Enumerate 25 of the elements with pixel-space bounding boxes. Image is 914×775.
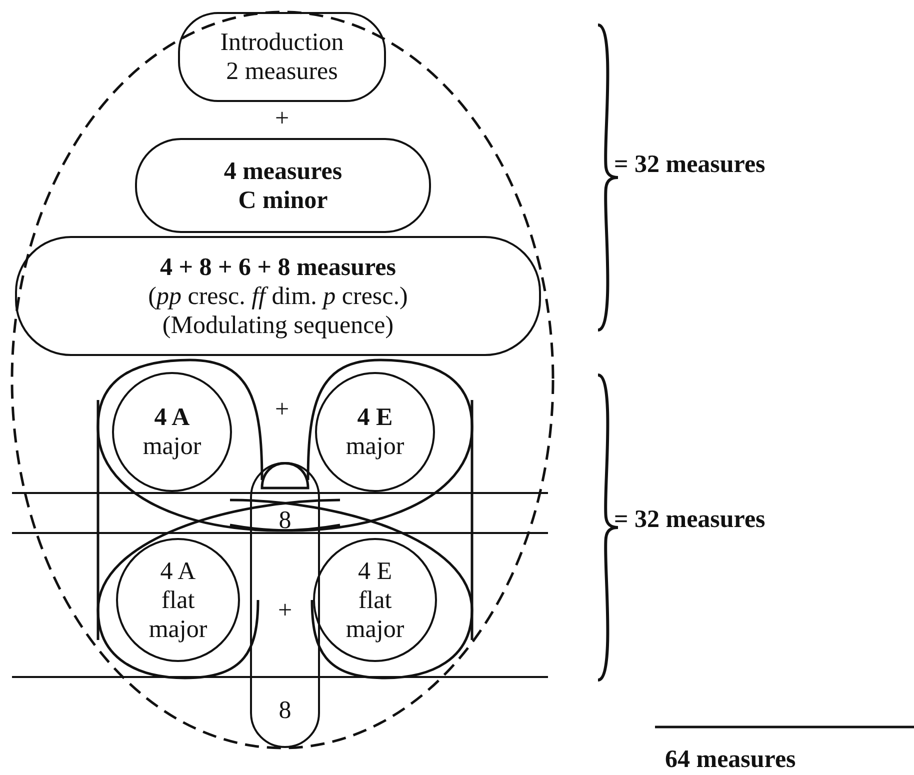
dashed-egg-outline	[10, 10, 555, 750]
circle	[313, 538, 437, 662]
sum-text: = 32 measures	[614, 505, 766, 534]
rounded-box	[15, 236, 541, 356]
node-text: 8	[278, 696, 292, 725]
rounded-box	[135, 138, 431, 233]
node-text: 4 A flat major	[148, 556, 208, 644]
node-text: +	[276, 596, 294, 625]
node-text: 4 A major	[142, 403, 202, 461]
node-text: 4 + 8 + 6 + 8 measures	[160, 252, 396, 282]
node-text: 8	[278, 506, 292, 535]
node-text: 4 measures C minor	[222, 156, 344, 214]
rounded-box	[178, 12, 386, 102]
node-text: (pp cresc. ff dim. p cresc.)	[148, 282, 408, 310]
plus-sign: +	[275, 104, 290, 133]
node-text: Introduction 2 measures	[219, 28, 345, 86]
node-text: 4 E flat major	[344, 556, 406, 644]
circle	[112, 372, 232, 492]
sum-text: = 32 measures	[614, 150, 766, 179]
plus-sign: +	[275, 395, 290, 424]
total-text: 64 measures	[665, 745, 796, 774]
circle	[116, 538, 240, 662]
node-text: (Modulating sequence)	[162, 310, 394, 340]
node-text: 4 E major	[344, 403, 406, 461]
circle	[315, 372, 435, 492]
